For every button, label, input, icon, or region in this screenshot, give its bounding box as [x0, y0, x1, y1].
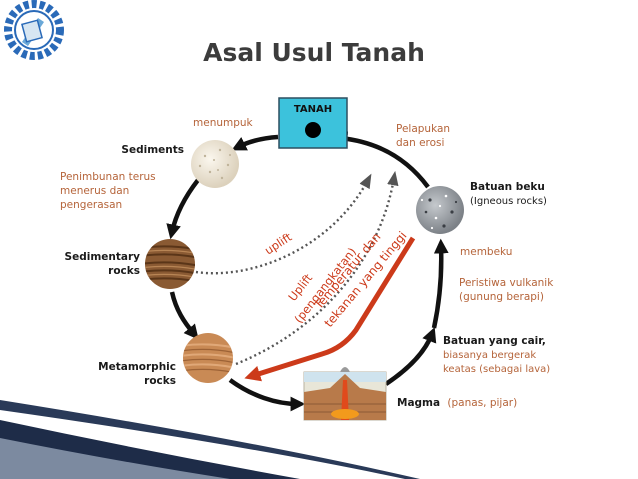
pelapukan-label-line1: Pelapukan	[396, 123, 450, 135]
arrow-tanah-to-sediments	[231, 134, 279, 151]
uplift-dotted-arrow-2	[235, 170, 399, 366]
batuan-cair-label: Batuan yang cair,	[443, 335, 546, 347]
penimbunan-label-line3: pengerasan	[60, 199, 122, 211]
metamorphic-label-line2: rocks	[144, 375, 176, 387]
menumpuk-label: menumpuk	[193, 117, 254, 129]
page-title: Asal Usul Tanah	[203, 38, 425, 67]
batuan-cair-line2: biasanya bergerak	[443, 350, 536, 361]
batuan-beku-label: Batuan beku	[470, 181, 545, 193]
tanah-box: TANAH	[278, 97, 348, 149]
sedimentary-label-line2: rocks	[108, 265, 140, 277]
arrow-igneous-to-tanah	[332, 131, 430, 189]
gear-logo-icon	[4, 0, 64, 60]
tanah-label: TANAH	[294, 104, 332, 115]
footer-swoosh	[0, 400, 420, 479]
red-arrow-temperature	[244, 236, 416, 382]
metamorphic-label-line1: Metamorphic	[98, 361, 176, 373]
magma-label: Magma	[397, 397, 440, 409]
penimbunan-label-line1: Penimbunan terus	[60, 171, 156, 183]
peristiwa-label-line2: (gunung berapi)	[459, 291, 544, 303]
sediments-label: Sediments	[121, 144, 184, 156]
pelapukan-label-line2: dan erosi	[396, 137, 444, 149]
arrow-sedimentary-to-metamorphic	[169, 291, 199, 340]
tanah-dot-icon	[305, 122, 321, 138]
uplift-label: uplift	[262, 230, 295, 258]
arrow-metamorphic-to-magma	[228, 378, 306, 412]
penimbunan-label-line2: menerus dan	[60, 185, 129, 197]
banded-rock-icon	[183, 333, 233, 383]
igneous-rocks-label: (Igneous rocks)	[470, 196, 547, 207]
uplift-dotted-arrow	[195, 173, 372, 275]
layered-rock-icon	[145, 239, 195, 289]
arrow-sediments-to-sedimentary	[166, 178, 200, 240]
magma-text: Magma (panas, pijar)	[397, 397, 517, 409]
peristiwa-label-line1: Peristiwa vulkanik	[459, 277, 554, 289]
arrow-lava-to-igneous	[431, 238, 449, 329]
batuan-cair-line3: keatas (sebagai lava)	[443, 364, 550, 375]
membeku-label: membeku	[460, 246, 512, 258]
magma-sub-label: (panas, pijar)	[447, 397, 517, 409]
granite-rock-icon	[416, 186, 464, 234]
arrow-magma-to-lava	[384, 327, 437, 386]
sand-pile-icon	[191, 140, 239, 188]
sedimentary-label-line1: Sedimentary	[65, 251, 141, 263]
volcano-icon	[303, 367, 387, 421]
